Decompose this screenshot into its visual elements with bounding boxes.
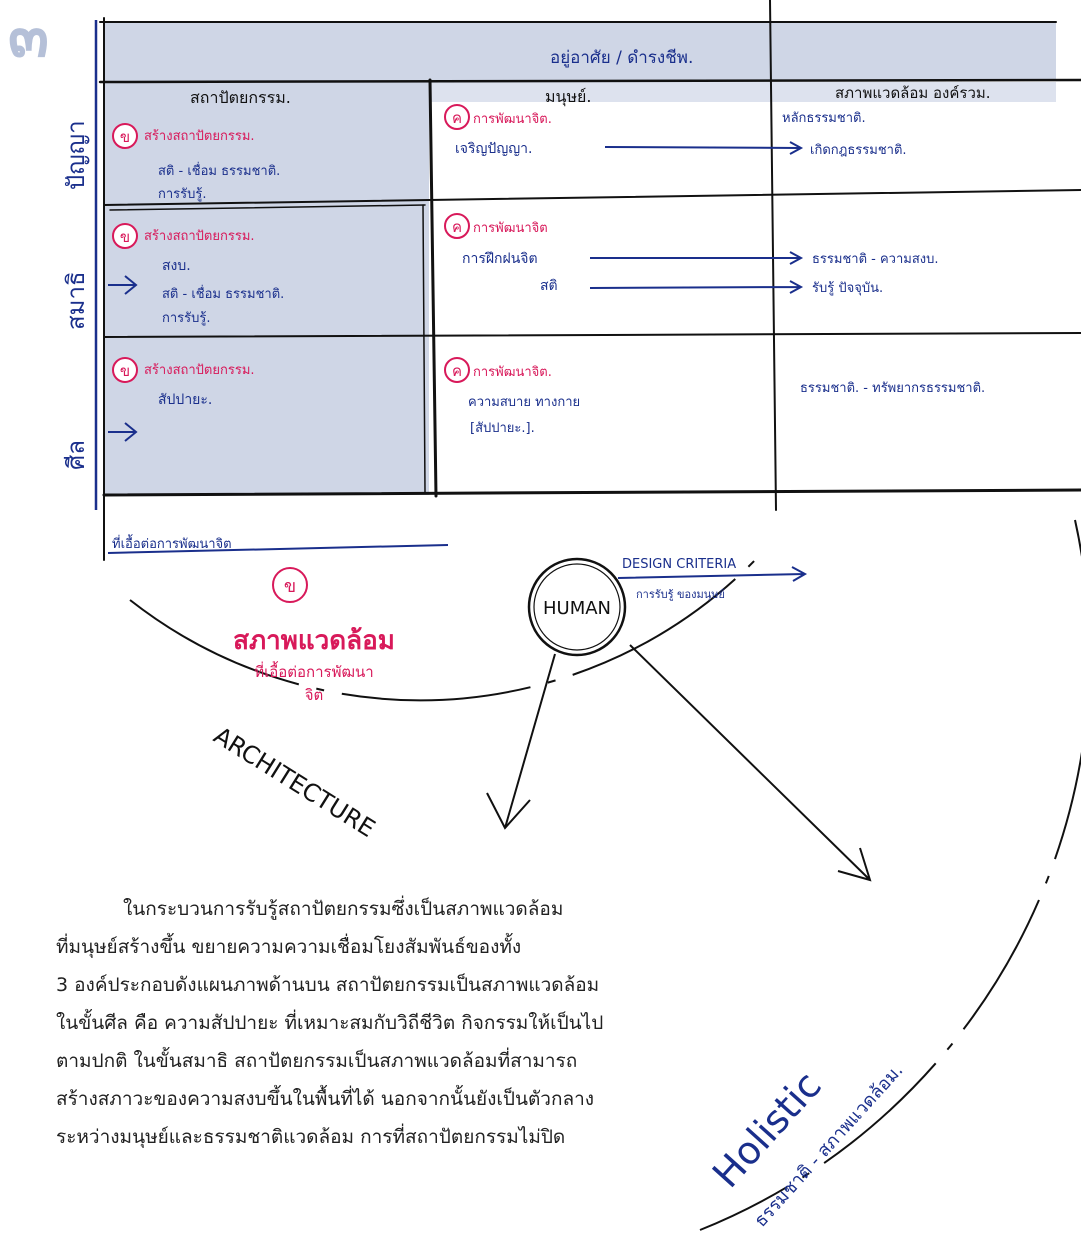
cell-r3c1-title: สร้างสถาปัตยกรรม.	[144, 363, 255, 378]
page-number: ๓	[8, 1, 50, 71]
badge-kha: ค	[452, 218, 462, 236]
body-line: ที่มนุษย์สร้างขึ้น ขยายความความเชื่อมโยง…	[56, 936, 522, 958]
row-label-precepts: ศีล	[62, 440, 90, 470]
column-header-shade	[430, 82, 1056, 102]
cell-r3c2-line: ความสบาย ทางกาย	[468, 395, 580, 410]
body-line: ในกระบวนการรับรู้สถาปัตยกรรมซึ่งเป็นสภาพ…	[123, 898, 564, 920]
body-line: ในขั้นศีล คือ ความสัปปายะ ที่เหมาะสมกับว…	[56, 1012, 604, 1034]
cell-r2c1-line: การรับรู้.	[162, 311, 211, 326]
cell-r2c2-title: การพัฒนาจิต	[473, 221, 548, 236]
design-criteria-sub: การรับรู้ ของมนุษย์	[636, 588, 725, 601]
cell-r1c1-line: สติ - เชื่อม ธรรมชาติ.	[158, 162, 280, 179]
design-criteria-label: DESIGN CRITERIA	[622, 557, 736, 572]
column-header-architecture: สถาปัตยกรรม.	[190, 88, 291, 107]
connector-arrows	[589, 141, 804, 294]
table-bottom-note: ที่เอื้อต่อการพัฒนาจิต	[112, 534, 232, 552]
table-header-shade	[104, 22, 1056, 80]
table-grid	[98, 0, 1081, 561]
cell-r2c1-line: สติ - เชื่อม ธรรมชาติ.	[162, 285, 284, 302]
cell-r2c1-line: สงบ.	[162, 258, 191, 274]
cell-r2c2-line: สติ	[540, 278, 558, 294]
cell-r2c3-line: ธรรมชาติ - ความสงบ.	[812, 252, 939, 267]
row-label-wisdom: ปัญญา	[62, 120, 90, 190]
badge-kho: ข	[120, 128, 130, 146]
cell-r2c3-line: รับรู้ ปัจจุบัน.	[812, 281, 883, 296]
bottom-axis-line	[107, 544, 449, 554]
architecture-arc	[129, 554, 761, 702]
badge-kho: ข	[120, 362, 130, 380]
cell-r1c2-title: การพัฒนาจิต.	[473, 112, 552, 127]
body-line: สร้างสภาวะของความสงบขึ้นในพื้นที่ได้ นอก…	[56, 1088, 595, 1110]
body-line: ระหว่างมนุษย์และธรรมชาติแวดล้อม การที่สถ…	[56, 1126, 566, 1148]
cell-r3c3-line: ธรรมชาติ. - ทรัพยากรธรรมชาติ.	[800, 381, 985, 396]
cell-r1c2-line: เจริญปัญญา.	[455, 141, 533, 157]
cell-r1c3-line: หลักธรรมชาติ.	[782, 111, 866, 126]
column-header-environment: สภาพแวดล้อม องค์รวม.	[835, 84, 991, 102]
body-line: ตามปกติ ในขั้นสมาธิ สถาปัตยกรรมเป็นสภาพแ…	[56, 1050, 578, 1072]
badges: ข ข ข ค ค ค	[112, 104, 470, 383]
env-sub1: ที่เอื้อต่อการพัฒนา	[254, 661, 373, 681]
cell-r3c2-title: การพัฒนาจิต.	[473, 365, 552, 380]
table-top-header: อยู่อาศัย / ดำรงชีพ.	[550, 48, 693, 68]
architecture-column-shade	[104, 80, 429, 495]
architecture-label: ARCHITECTURE	[209, 721, 380, 842]
badge-kha: ค	[452, 109, 462, 127]
row-arrows	[108, 275, 138, 442]
env-sub2: จิต	[305, 686, 324, 704]
holistic-arc	[699, 519, 1081, 1231]
cell-r3c2-line: [สัปปายะ.].	[470, 421, 535, 436]
column-header-human: มนุษย์.	[545, 87, 592, 107]
cell-r2c1-title: สร้างสถาปัตยกรรม.	[144, 229, 255, 244]
human-label: HUMAN	[543, 598, 611, 619]
human-arrows	[486, 644, 872, 882]
cell-r2c2-line: การฝึกฝนจิต	[462, 251, 538, 267]
human-circle-inner	[533, 563, 621, 651]
row-label-concentration: สมาธิ	[62, 271, 90, 330]
badge-kho: ข	[120, 228, 130, 246]
cell-r1c3-line: เกิดกฎธรรมชาติ.	[810, 143, 907, 158]
cell-r3c1-line: สัปปายะ.	[158, 392, 212, 408]
env-badge: ข	[284, 576, 296, 597]
human-circle	[527, 557, 627, 657]
cell-r1c1-title: สร้างสถาปัตยกรรม.	[144, 129, 255, 144]
env-badge-circle	[272, 567, 308, 603]
env-title: สภาพแวดล้อม	[233, 626, 395, 656]
body-line: 3 องค์ประกอบดังแผนภาพด้านบน สถาปัตยกรรมเ…	[56, 974, 600, 996]
badge-kha: ค	[452, 362, 462, 380]
cell-r1c1-line: การรับรู้.	[158, 187, 207, 202]
design-criteria-arrow	[617, 566, 808, 582]
body-paragraph: ในกระบวนการรับรู้สถาปัตยกรรมซึ่งเป็นสภาพ…	[56, 890, 706, 1156]
